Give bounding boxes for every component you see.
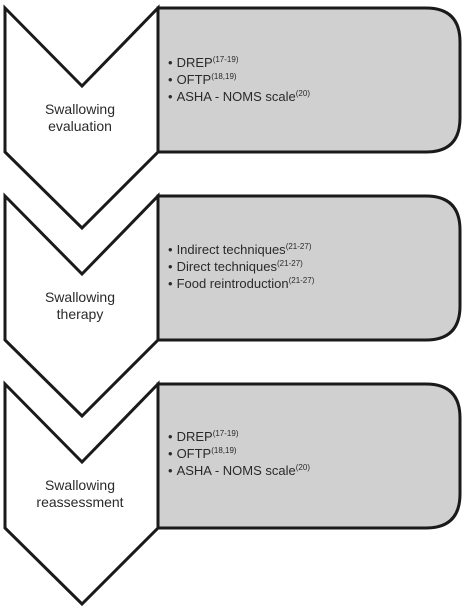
step-3-chevron (3, 380, 160, 607)
step-3-label-line-2: reassessment (36, 494, 124, 510)
step-1-item: OFTP(18,19) (168, 71, 310, 88)
step-2-item: Food reintroduction(21-27) (168, 275, 315, 292)
step-1-item: ASHA - NOMS scale(20) (168, 88, 310, 105)
step-2-item-list: Indirect techniques(21-27) Direct techni… (168, 241, 315, 292)
step-2-chevron (3, 192, 160, 419)
step-1-label-line-2: evaluation (48, 118, 112, 134)
step-1-item-list: DREP(17-19) OFTP(18,19) ASHA - NOMS scal… (168, 54, 310, 105)
step-3-item-list: DREP(17-19) OFTP(18,19) ASHA - NOMS scal… (168, 428, 310, 479)
step-2-item: Direct techniques(21-27) (168, 258, 314, 275)
step-1-label: Swallowing evaluation (20, 101, 140, 135)
step-3-label-line-1: Swallowing (44, 477, 116, 493)
step-2-item: Indirect techniques(21-27) (168, 241, 314, 258)
step-2-label: Swallowing therapy (20, 289, 140, 323)
step-3-item: DREP(17-19) (168, 428, 310, 445)
step-3-item: ASHA - NOMS scale(20) (168, 462, 310, 479)
step-3-item: OFTP(18,19) (168, 445, 310, 462)
step-1-item: DREP(17-19) (168, 54, 310, 71)
step-1-label-line-1: Swallowing (44, 101, 116, 117)
step-1-chevron (3, 4, 160, 231)
step-3-label: Swallowing reassessment (20, 477, 140, 511)
step-2-label-line-2: therapy (56, 306, 104, 322)
step-2-label-line-1: Swallowing (44, 289, 116, 305)
